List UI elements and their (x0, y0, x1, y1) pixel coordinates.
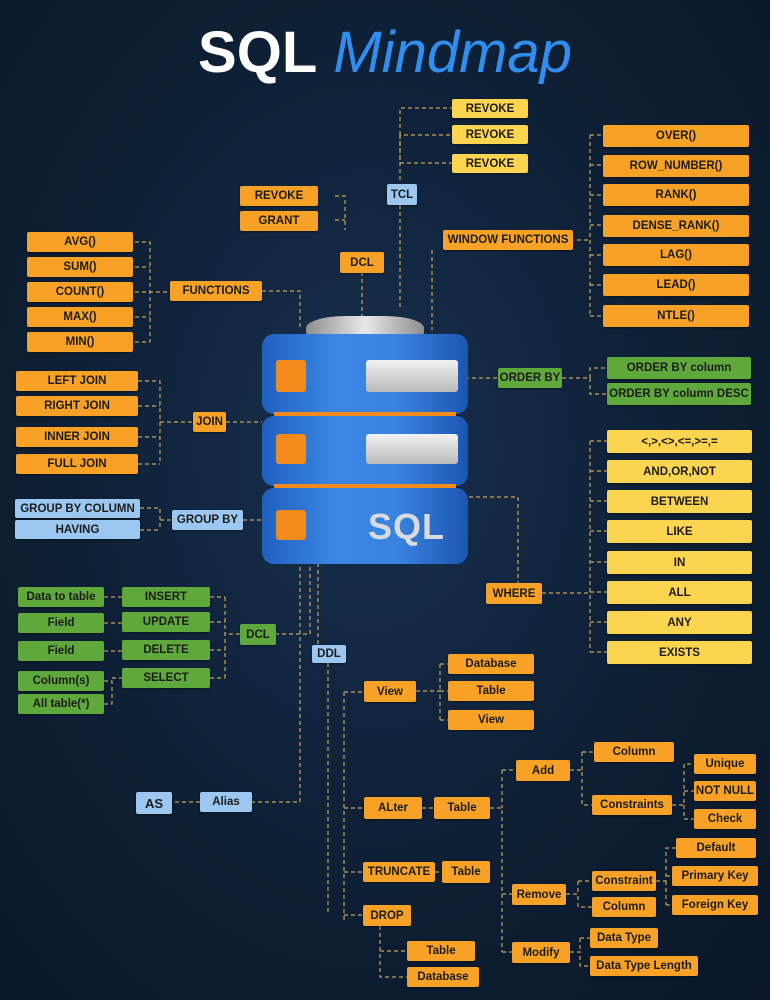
where-item: EXISTS (607, 641, 752, 664)
where-item: IN (607, 551, 752, 574)
where-item: BETWEEN (607, 490, 752, 513)
alter-add-node: Add (516, 760, 570, 781)
alter-remove-item: Column (592, 897, 656, 917)
ddl-node: DDL (312, 645, 346, 663)
function-item: COUNT() (27, 282, 133, 302)
constraint-type: Unique (694, 754, 756, 774)
window-function-item: LEAD() (603, 274, 749, 296)
dcl-target: All table(*) (18, 694, 104, 714)
alter-add-column: Column (594, 742, 674, 762)
order-by-node: ORDER BY (498, 368, 562, 388)
ddl-view-node: View (364, 681, 416, 702)
where-item: LIKE (607, 520, 752, 543)
dcl-command: UPDATE (122, 612, 210, 632)
tcl-node: TCL (387, 184, 417, 205)
where-item: <,>,<>,<=,>=,= (607, 430, 752, 453)
dcl-target: Field (18, 641, 104, 661)
ddl-alter-table: Table (434, 797, 490, 819)
window-function-item: LAG() (603, 244, 749, 266)
ddl-alter-node: ALter (364, 797, 422, 819)
dcl-target: Field (18, 613, 104, 633)
where-item: ALL (607, 581, 752, 604)
dcl-command: INSERT (122, 587, 210, 607)
ddl-view-item: Table (448, 681, 534, 701)
alter-modify-item: Data Type (590, 928, 658, 948)
join-item: INNER JOIN (16, 427, 138, 447)
join-node: JOIN (193, 412, 226, 432)
constraint-type: Default (676, 838, 756, 858)
window-function-item: DENSE_RANK() (603, 215, 749, 237)
where-item: ANY (607, 611, 752, 634)
group-by-item: HAVING (15, 520, 140, 539)
window-functions-node: WINDOW FUNCTIONS (443, 230, 573, 250)
window-function-item: NTLE() (603, 305, 749, 327)
ddl-truncate-table: Table (442, 861, 490, 883)
tcl-item: REVOKE (452, 99, 528, 118)
alter-modify-item: Data Type Length (590, 956, 698, 976)
order-by-item: ORDER BY column DESC (607, 383, 751, 405)
alter-modify-node: Modify (512, 942, 570, 963)
window-function-item: ROW_NUMBER() (603, 155, 749, 177)
functions-node: FUNCTIONS (170, 281, 262, 301)
database-icon: SQL (262, 316, 468, 566)
alias-keyword: AS (136, 792, 172, 814)
dcl-top-item: REVOKE (240, 186, 318, 206)
order-by-item: ORDER BY column (607, 357, 751, 379)
window-function-item: RANK() (603, 184, 749, 206)
group-by-node: GROUP BY (172, 510, 243, 530)
function-item: MIN() (27, 332, 133, 352)
dcl-command: DELETE (122, 640, 210, 660)
ddl-truncate-node: TRUNCATE (363, 862, 435, 882)
join-item: LEFT JOIN (16, 371, 138, 391)
join-item: FULL JOIN (16, 454, 138, 474)
join-item: RIGHT JOIN (16, 396, 138, 416)
group-by-item: GROUP BY COLUMN (15, 499, 140, 518)
dcl-target: Data to table (18, 587, 104, 607)
alias-node: Alias (200, 792, 252, 812)
ddl-view-item: View (448, 710, 534, 730)
dcl-top-item: GRANT (240, 211, 318, 231)
window-function-item: OVER() (603, 125, 749, 147)
constraint-type: Primary Key (672, 866, 758, 886)
constraint-type: Foreign Key (672, 895, 758, 915)
alter-add-constraints: Constraints (592, 795, 672, 815)
ddl-drop-node: DROP (363, 905, 411, 926)
function-item: MAX() (27, 307, 133, 327)
function-item: AVG() (27, 232, 133, 252)
tcl-item: REVOKE (452, 154, 528, 173)
constraint-type: Check (694, 809, 756, 829)
ddl-view-item: Database (448, 654, 534, 674)
where-item: AND,OR,NOT (607, 460, 752, 483)
dcl-target: Column(s) (18, 671, 104, 691)
constraint-type: NOT NULL (694, 781, 756, 801)
page-title: SQL Mindmap (198, 20, 572, 85)
alter-remove-node: Remove (512, 884, 566, 905)
tcl-item: REVOKE (452, 125, 528, 144)
ddl-drop-item: Database (407, 967, 479, 987)
dcl-bottom-node: DCL (240, 624, 276, 645)
where-node: WHERE (486, 583, 542, 604)
dcl-top-node: DCL (340, 252, 384, 273)
function-item: SUM() (27, 257, 133, 277)
ddl-drop-item: Table (407, 941, 475, 961)
dcl-command: SELECT (122, 668, 210, 688)
database-label: SQL (368, 506, 446, 547)
alter-remove-item: Constraint (592, 871, 656, 891)
